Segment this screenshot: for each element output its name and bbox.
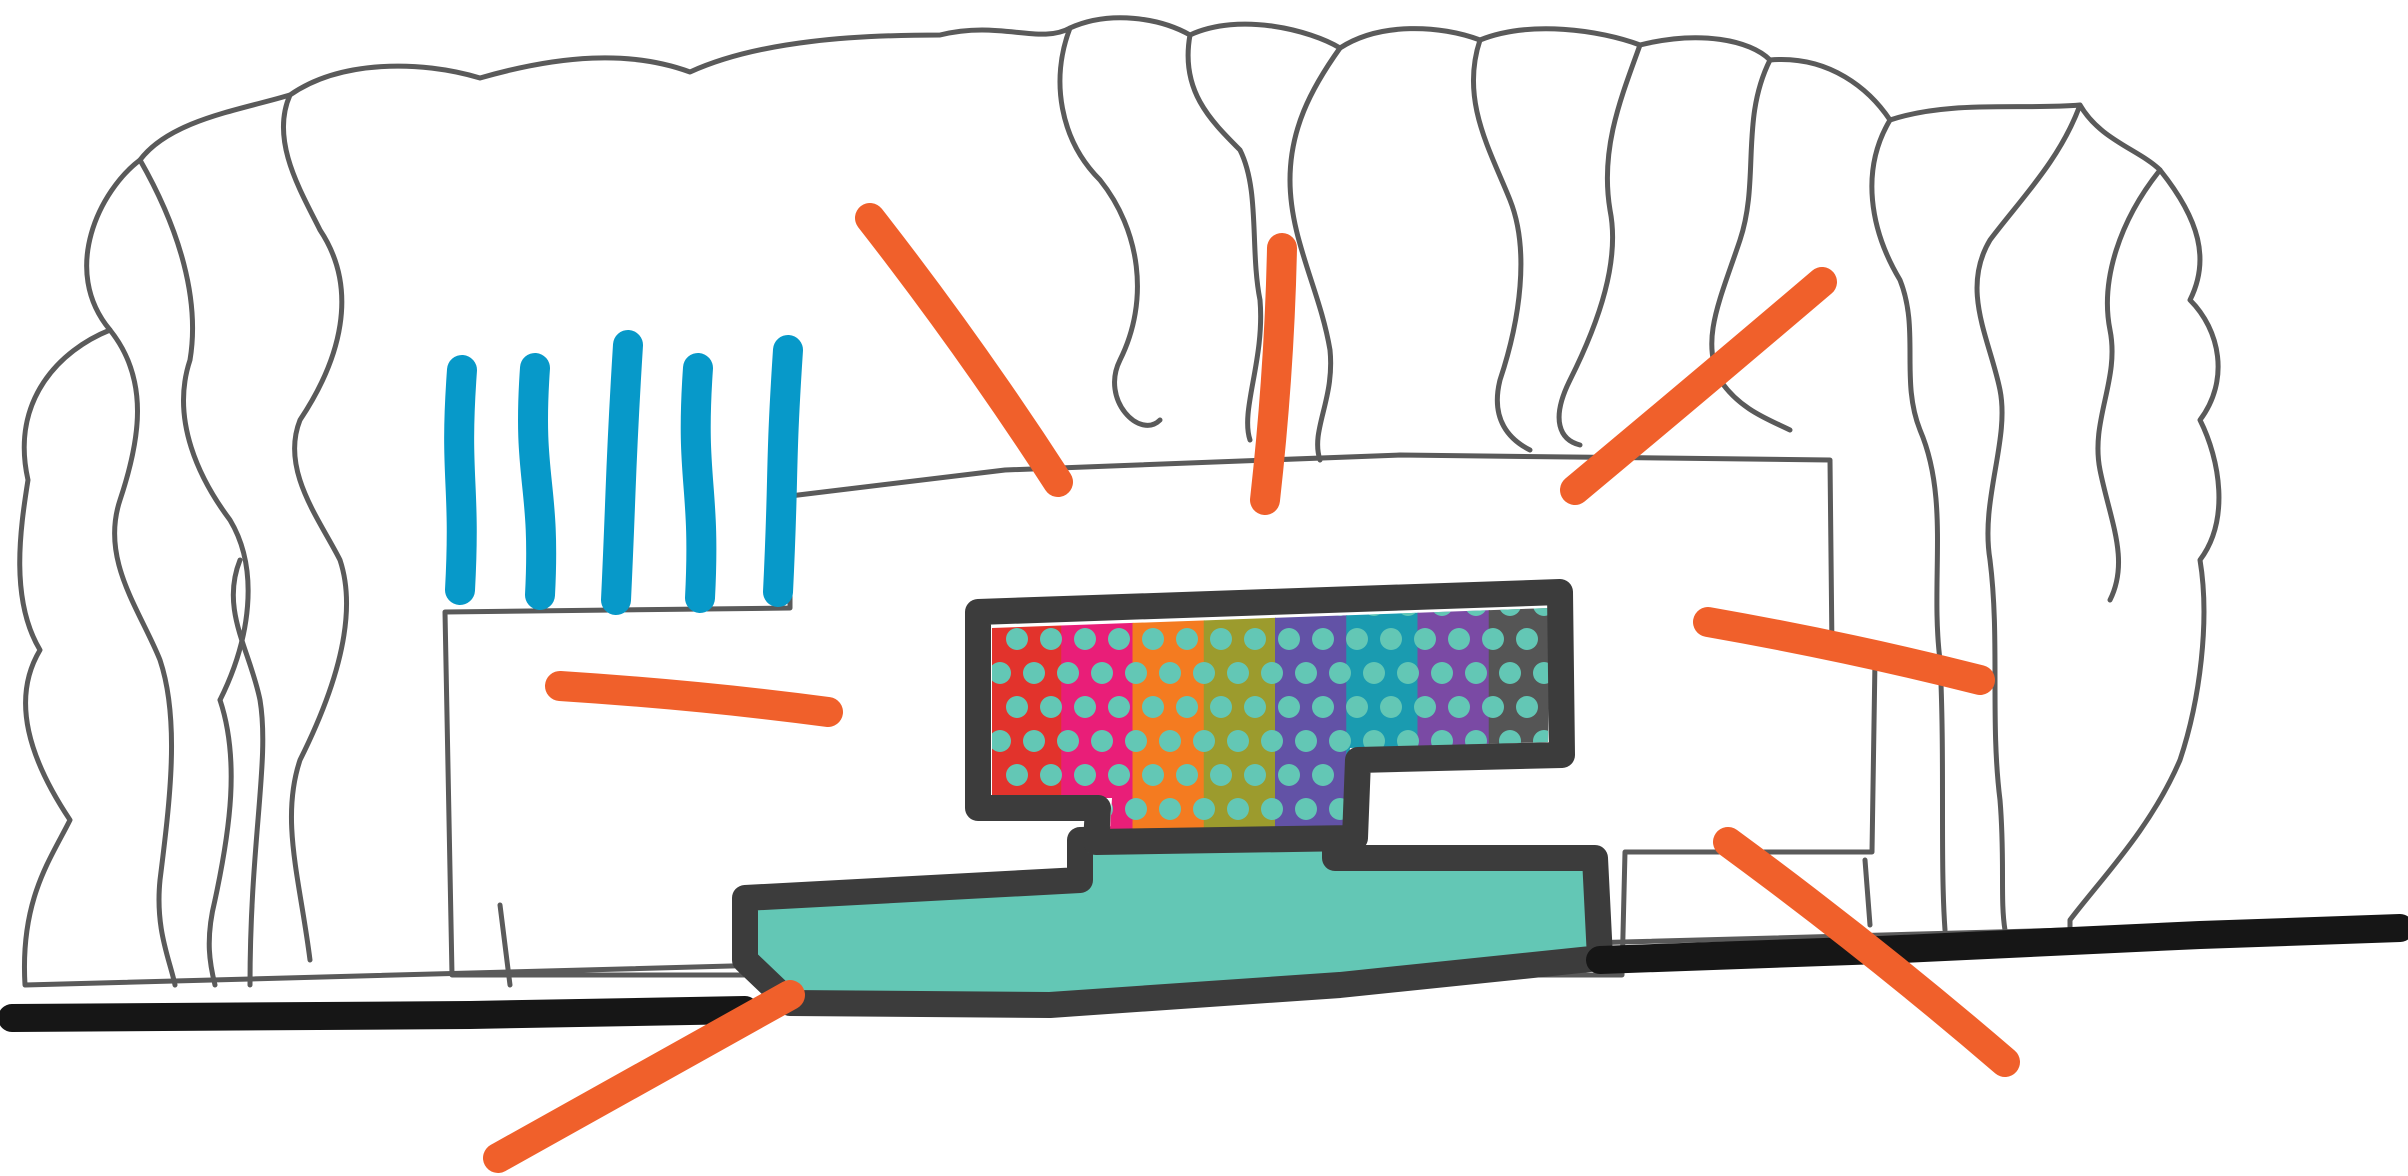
pod-dot	[1346, 696, 1368, 718]
pod-dot	[1295, 730, 1317, 752]
pod-dot	[1261, 798, 1283, 820]
pod-dot	[1499, 662, 1521, 684]
pod-dot	[1414, 628, 1436, 650]
pod-dot	[1125, 662, 1147, 684]
pod-dot	[1227, 798, 1249, 820]
pod-dot	[1414, 696, 1436, 718]
pod-dot	[1074, 628, 1096, 650]
pod-dot	[1482, 696, 1504, 718]
pod-dot	[1040, 832, 1062, 854]
pod-dot	[1210, 764, 1232, 786]
pod-dot	[1227, 730, 1249, 752]
pod-dot	[1108, 764, 1130, 786]
pod-dot	[1040, 764, 1062, 786]
pod-dot	[1006, 628, 1028, 650]
light-ray-4	[560, 686, 828, 712]
pod-dot	[1499, 798, 1521, 820]
pod-dot	[1261, 730, 1283, 752]
pod-dot	[1431, 798, 1453, 820]
pod-dot	[1159, 730, 1181, 752]
pool-icon	[745, 835, 1600, 1005]
pod-dot	[1091, 730, 1113, 752]
pod-dot	[1057, 662, 1079, 684]
pod-dot	[1448, 628, 1470, 650]
pod-dot	[1312, 764, 1334, 786]
louver-fins-icon	[459, 345, 788, 600]
pod-dot	[1431, 662, 1453, 684]
pod-dot	[1108, 628, 1130, 650]
pod-dot	[1380, 696, 1402, 718]
pod-dot	[1278, 696, 1300, 718]
pod-dot	[1142, 628, 1164, 650]
pod-dot	[1108, 696, 1130, 718]
pod-dot	[1210, 696, 1232, 718]
pod-dot	[1295, 798, 1317, 820]
pod-dot	[1159, 798, 1181, 820]
pod-dot	[1142, 696, 1164, 718]
pod-dot	[1261, 662, 1283, 684]
pod-dot	[1482, 628, 1504, 650]
light-ray-2	[1265, 248, 1282, 500]
pod-dot	[1278, 764, 1300, 786]
pod-dot	[1023, 730, 1045, 752]
pod-dot	[1295, 662, 1317, 684]
pod-dot	[989, 662, 1011, 684]
pod-dot	[1312, 628, 1334, 650]
pod-dot	[1448, 696, 1470, 718]
pod-dot	[1040, 696, 1062, 718]
pod-dot	[1125, 798, 1147, 820]
pod-dot	[1363, 662, 1385, 684]
pod-dot	[1006, 764, 1028, 786]
louver-fin-5	[778, 350, 788, 592]
pod-dot	[1125, 730, 1147, 752]
pod-dot	[1074, 764, 1096, 786]
pod-dot	[1397, 662, 1419, 684]
pod-dot	[1380, 628, 1402, 650]
louver-fin-2	[533, 368, 541, 595]
pod-dot	[1244, 628, 1266, 650]
pod-dot	[1312, 696, 1334, 718]
pod-dot	[1397, 798, 1419, 820]
pod-dot	[989, 730, 1011, 752]
pod-dot	[1329, 662, 1351, 684]
pod-dot	[1329, 730, 1351, 752]
pod-dot	[1244, 764, 1266, 786]
light-ray-1	[870, 218, 1058, 482]
pod-dot	[1278, 628, 1300, 650]
pod-dot	[1159, 662, 1181, 684]
pod-dot	[1023, 662, 1045, 684]
pod-dot	[1176, 764, 1198, 786]
pod-dot	[1193, 798, 1215, 820]
pod-dot	[1176, 628, 1198, 650]
pod-dot	[1533, 798, 1555, 820]
colour-pod-icon	[978, 590, 1572, 854]
pod-dot	[1465, 662, 1487, 684]
pod-dot	[1244, 696, 1266, 718]
pod-dot	[1040, 628, 1062, 650]
pod-dot	[1465, 798, 1487, 820]
pod-dot	[1193, 662, 1215, 684]
pod-dot	[1091, 662, 1113, 684]
louver-fin-4	[696, 368, 702, 598]
pod-dot	[1346, 628, 1368, 650]
pod-dot	[1142, 764, 1164, 786]
louver-fin-3	[616, 345, 628, 600]
pod-dot	[1006, 696, 1028, 718]
pod-dot	[1074, 696, 1096, 718]
pod-dot	[1210, 628, 1232, 650]
pod-dot	[1516, 696, 1538, 718]
pod-dot	[1057, 730, 1079, 752]
pod-dot	[1227, 662, 1249, 684]
pod-dot	[1176, 696, 1198, 718]
louver-fin-1	[459, 370, 462, 590]
pod-dot	[1516, 628, 1538, 650]
pod-dot	[1006, 832, 1028, 854]
pod-dot	[1193, 730, 1215, 752]
